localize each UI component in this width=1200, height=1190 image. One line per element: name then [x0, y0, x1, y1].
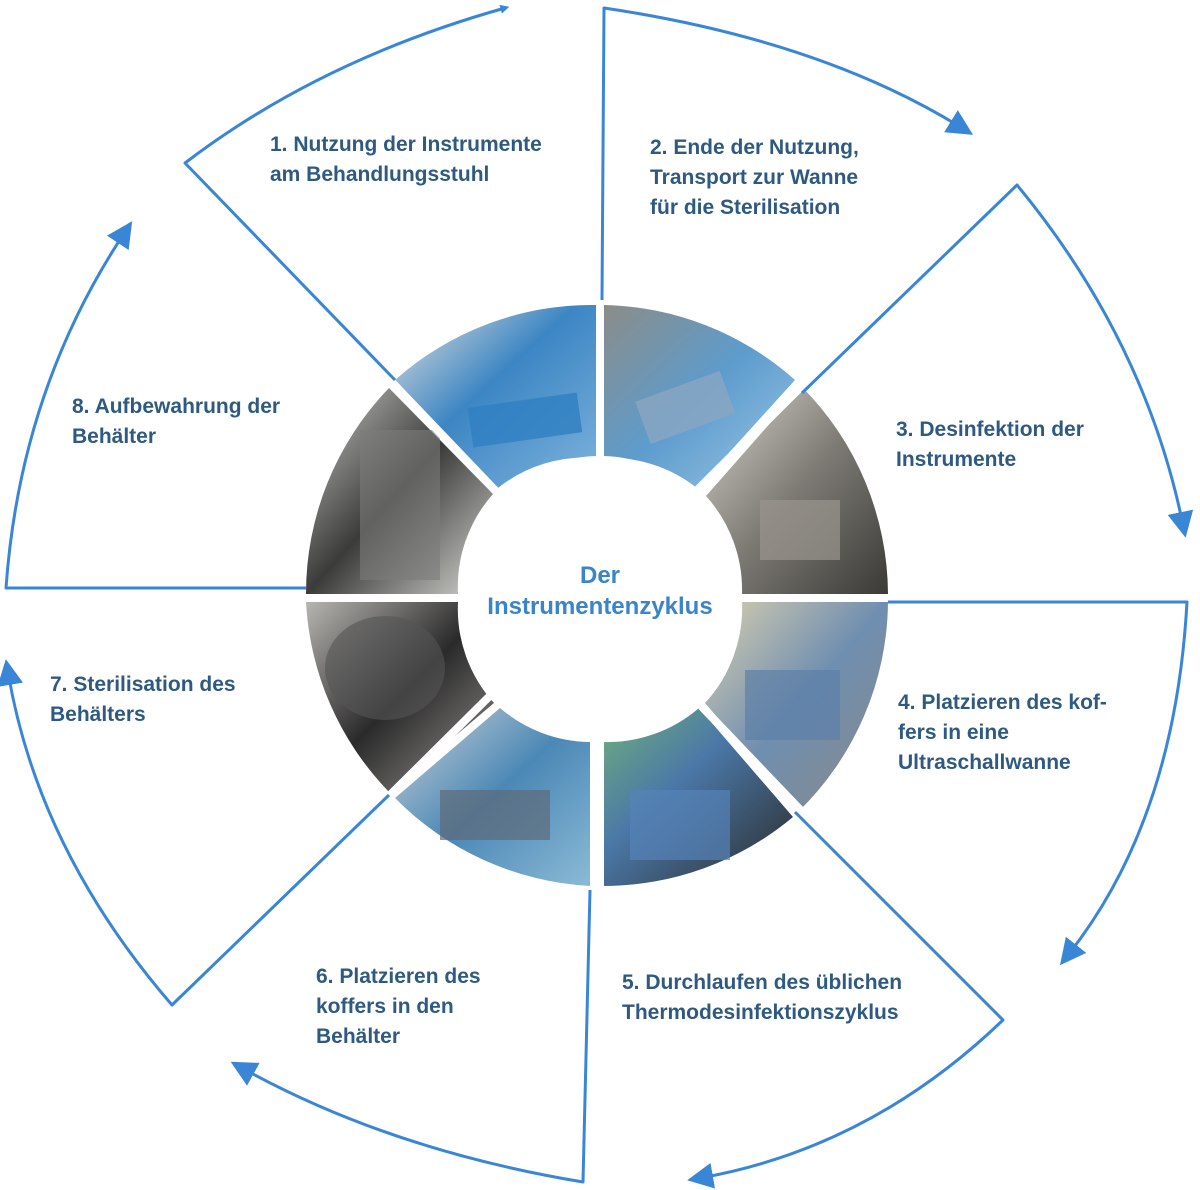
arrow-step-8: [4, 221, 306, 590]
step-5-line-2: Thermodesinfektionszyklus: [622, 1001, 899, 1024]
photo-sink-disinfection: [706, 387, 888, 594]
step-8-line-2: Behälter: [72, 425, 157, 448]
step-7-line-1: 7. Sterilisation des: [50, 673, 236, 696]
arrow-step-2: [600, 6, 974, 301]
step-7-label: 7. Sterilisation des Behälters: [50, 670, 236, 730]
step-1-label: 1. Nutzung der Instrumente am Behandlung…: [270, 130, 542, 190]
arrow-step-1: [183, 4, 510, 382]
center-title-line-2: Instrumentenzyklus: [487, 593, 713, 620]
step-2-label: 2. Ende der Nutzung, Transport zur Wanne…: [650, 133, 859, 223]
cycle-arrows: [0, 4, 1194, 1189]
step-7-line-2: Behälters: [50, 703, 146, 726]
step-4-line-1: 4. Platzieren des kof-: [898, 691, 1107, 714]
step-6-label: 6. Platzieren des koffers in den Behälte…: [316, 962, 481, 1052]
arrow-step-5: [687, 810, 1005, 1189]
step-3-label: 3. Desinfektion der Instrumente: [896, 415, 1084, 475]
step-6-line-2: koffers in den: [316, 995, 454, 1018]
arrow-step-6: [230, 889, 592, 1184]
step-6-line-1: 6. Platzieren des: [316, 965, 481, 988]
photo-tray-on-blue-cloth: [395, 304, 597, 488]
step-4-label: 4. Platzieren des kof- fers in eine Ultr…: [898, 688, 1107, 778]
step-1-line-1: 1. Nutzung der Instrumente: [270, 133, 542, 156]
step-3-line-2: Instrumente: [896, 448, 1017, 471]
step-2-line-1: 2. Ende der Nutzung,: [650, 136, 859, 159]
arrow-step-7: [0, 659, 391, 1007]
center-title-line-1: Der: [579, 562, 621, 589]
step-2-line-3: für die Sterilisation: [650, 196, 841, 219]
step-5-label: 5. Durchlaufen des üblichen Thermodesinf…: [622, 968, 902, 1028]
step-6-line-3: Behälter: [316, 1025, 401, 1048]
step-2-line-2: Transport zur Wanne: [650, 166, 859, 189]
step-4-line-3: Ultraschallwanne: [898, 751, 1071, 774]
arrow-step-4: [888, 600, 1189, 966]
step-8-line-1: 8. Aufbewahrung der: [72, 395, 281, 418]
step-3-line-1: 3. Desinfektion der: [896, 418, 1084, 441]
arrow-step-3: [800, 183, 1194, 538]
photo-ring: [305, 304, 888, 886]
step-4-line-2: fers in eine: [898, 721, 1009, 744]
center-hole: [458, 456, 742, 740]
step-5-line-1: 5. Durchlaufen des üblichen: [622, 971, 903, 994]
step-1-line-2: am Behandlungsstuhl: [270, 163, 490, 186]
center-title: Der Instrumentenzyklus: [440, 560, 760, 622]
step-8-label: 8. Aufbewahrung der Behälter: [72, 392, 280, 452]
